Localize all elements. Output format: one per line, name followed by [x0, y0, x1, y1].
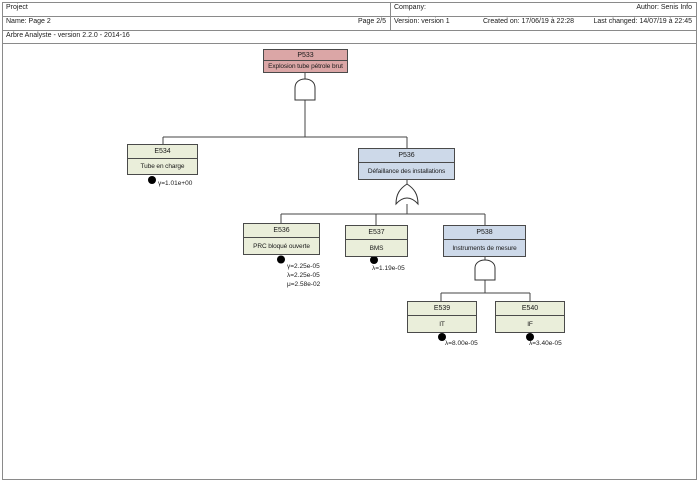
node-id: E539 — [408, 302, 476, 316]
node-label: BMS — [369, 244, 384, 252]
header-author: Author: Senis Info — [636, 4, 692, 11]
node-label: IF — [527, 320, 533, 328]
page-frame — [2, 2, 697, 480]
node-label: Explosion tube pétrole brut — [268, 63, 343, 70]
node-id: P533 — [264, 50, 347, 61]
node-e537-params: λ=1.19e-05 — [372, 264, 405, 273]
node-e534-params: γ=1.01e+00 — [158, 179, 192, 188]
node-p533[interactable]: P533 Explosion tube pétrole brut — [263, 49, 348, 73]
node-e540-params: λ=3.40e-05 — [529, 339, 562, 348]
node-e536-params: γ=2.25e-05 λ=2.25e-05 μ=2.58e-02 — [287, 262, 320, 289]
node-id: E540 — [496, 302, 564, 316]
node-label: PRC bloqué ouverte — [253, 242, 310, 250]
node-e540[interactable]: E540 IF — [495, 301, 565, 333]
header-company-label: Company: — [394, 4, 426, 11]
node-e536[interactable]: E536 PRC bloqué ouverte — [243, 223, 320, 255]
param-line: λ=3.40e-05 — [529, 340, 562, 347]
param-line: λ=1.19e-05 — [372, 265, 405, 272]
header-column-divider — [390, 2, 391, 30]
header-divider — [2, 43, 696, 44]
node-e534[interactable]: E534 Tube en charge — [127, 144, 198, 175]
node-id: E534 — [128, 145, 197, 159]
node-label: Tube en charge — [140, 163, 185, 170]
header-created-on: Created on: 17/06/19 à 22:28 — [483, 18, 575, 25]
node-id: E537 — [346, 226, 407, 240]
param-line: λ=8.00e-05 — [445, 340, 478, 347]
node-label: IT — [439, 320, 445, 328]
node-e539-params: λ=8.00e-05 — [445, 339, 478, 348]
node-label: Défaillance des installations — [367, 167, 446, 175]
header-divider — [2, 30, 696, 31]
app-version-label: Arbre Analyste - version 2.2.0 - 2014-16 — [6, 32, 130, 39]
param-line: γ=2.25e-05 — [287, 263, 320, 270]
node-label: Instruments de mesure — [452, 244, 517, 252]
node-p538[interactable]: P538 Instruments de mesure — [443, 225, 526, 257]
param-line: λ=2.25e-05 — [287, 272, 320, 279]
header-last-changed: Last changed: 14/07/19 à 22:45 — [593, 18, 692, 25]
header-version: Version: version 1 — [394, 18, 450, 25]
param-line: γ=1.01e+00 — [158, 180, 193, 187]
node-p536[interactable]: P536 Défaillance des installations — [358, 148, 455, 180]
header-name: Name: Page 2 — [6, 18, 51, 25]
header-divider — [2, 16, 696, 17]
node-id: P536 — [359, 149, 454, 163]
node-e539[interactable]: E539 IT — [407, 301, 477, 333]
node-id: P538 — [444, 226, 525, 240]
param-line: μ=2.58e-02 — [287, 281, 321, 288]
header-project-label: Project — [6, 4, 28, 11]
header-page-number: Page 2/5 — [357, 18, 386, 25]
node-id: E536 — [244, 224, 319, 238]
node-e537[interactable]: E537 BMS — [345, 225, 408, 257]
